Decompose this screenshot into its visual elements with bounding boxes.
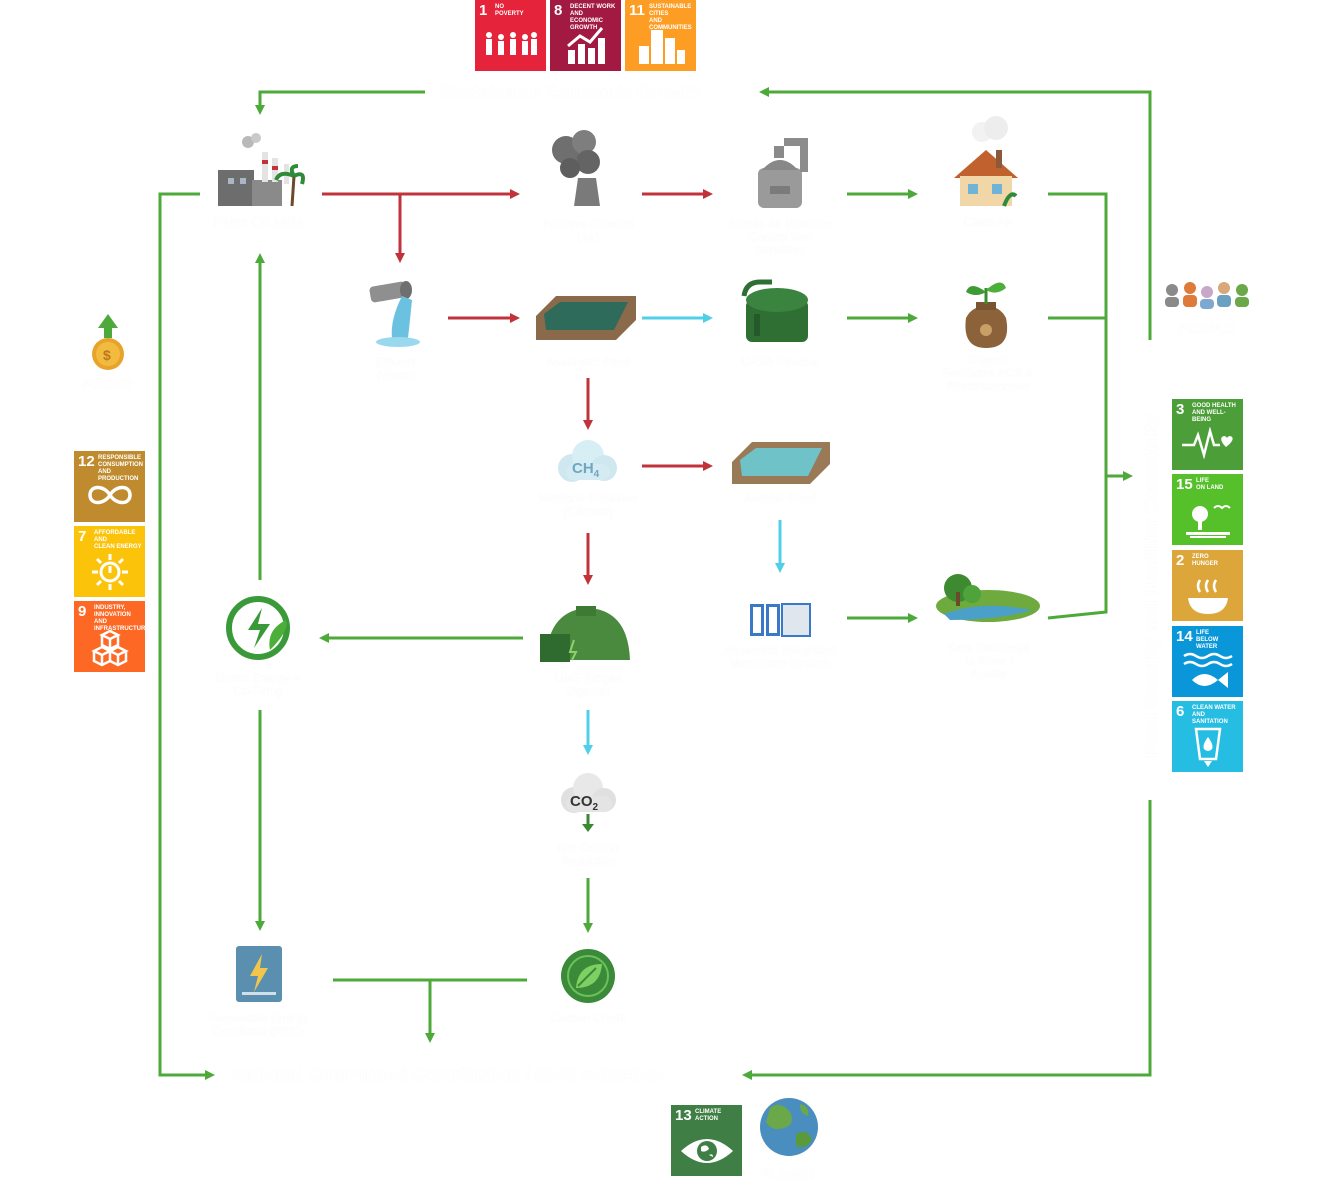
sdg2-tile: 2 ZERO HUNGER — [1172, 550, 1243, 621]
family-icon — [486, 32, 537, 55]
water-glass-icon — [1194, 727, 1222, 767]
sdg11-tile: 11 SUSTAINABLE CITIES AND COMMUNITIES — [625, 0, 696, 71]
infinity-icon — [88, 485, 132, 505]
city-buildings-icon — [639, 30, 685, 64]
sdg-number: 14 — [1176, 628, 1193, 645]
river-icon — [936, 574, 1040, 622]
green-energy-icon — [226, 596, 290, 660]
sdg15-tile: 15 LIFE ON LAND — [1172, 474, 1243, 545]
sdg12-tile: 12 RESPONSIBLE CONSUMPTION AND PRODUCTIO… — [74, 451, 145, 522]
sdg-title: CLEAN WATER AND SANITATION — [1192, 705, 1236, 725]
growth-chart-icon — [567, 27, 605, 64]
svg-text:CO2: CO2 — [570, 793, 599, 813]
sdg-number: 1 — [479, 2, 488, 19]
certificate-icon — [236, 946, 282, 1002]
svg-text:CH4: CH4 — [572, 460, 600, 480]
sdg-title: INDUSTRY, INNOVATION AND INFRASTRUCTURE — [94, 605, 145, 632]
sun-power-icon — [92, 554, 128, 590]
profit-coin-icon: $ — [92, 314, 124, 370]
effluent-pipe-icon — [369, 281, 420, 347]
tree-bird-icon — [1186, 505, 1231, 538]
house-icon — [954, 116, 1018, 207]
sdg-title: NO POVERTY — [495, 4, 524, 17]
aerobic-pond-icon — [732, 442, 830, 484]
uasb-reactor-icon — [741, 279, 808, 342]
co2-cloud-icon: CO2 — [561, 773, 616, 832]
sdg8-tile: 8 DECENT WORK AND ECONOMIC GROWTH — [550, 0, 621, 71]
biogas-digester-icon — [540, 606, 630, 662]
sdg1-tile: 1 NO POVERTY — [475, 0, 546, 71]
bowl-icon — [1188, 579, 1228, 614]
sdg-number: 6 — [1176, 703, 1185, 720]
membrane-system-icon — [750, 603, 811, 637]
sdg3-tile: 3 GOOD HEALTH AND WELL-BEING — [1172, 399, 1243, 470]
cubes-icon — [91, 629, 129, 667]
sdg-title: ZERO HUNGER — [1192, 554, 1219, 567]
scrubber-icon — [758, 138, 808, 208]
fertilizer-sack-icon — [965, 282, 1008, 348]
sdg-number: 7 — [78, 528, 87, 545]
sdg-title: CLIMATE ACTION — [695, 1109, 722, 1122]
sdg13-tile: 13 CLIMATE ACTION — [671, 1105, 742, 1176]
methane-cloud-icon: CH4 — [558, 440, 617, 482]
eye-earth-icon — [681, 1139, 733, 1163]
heartbeat-icon — [1182, 427, 1233, 459]
anaerobic-pond-icon — [536, 296, 636, 340]
sdg-title: GOOD HEALTH AND WELL-BEING — [1192, 403, 1236, 423]
sdg-number: 9 — [78, 603, 87, 620]
sdg9-tile: 9 INDUSTRY, INNOVATION AND INFRASTRUCTUR… — [74, 601, 145, 672]
sdg-number: 11 — [629, 2, 645, 19]
people-icon — [1165, 282, 1249, 309]
planet-globe-icon — [760, 1098, 818, 1156]
sdg-title: RESPONSIBLE CONSUMPTION AND PRODUCTION — [98, 455, 143, 482]
sdg-title: SUSTAINABLE CITIES AND COMMUNITIES — [649, 4, 692, 31]
sdg-number: 3 — [1176, 401, 1185, 418]
outer-loop-lines — [158, 87, 1152, 1080]
sdg-title: LIFE ON LAND — [1196, 478, 1224, 491]
svg-text:$: $ — [103, 347, 111, 363]
sdg14-tile: 14 LIFE BELOW WATER — [1172, 626, 1243, 697]
sdg-number: 15 — [1176, 476, 1193, 493]
sdg-number: 12 — [78, 453, 95, 470]
red-arrows — [322, 189, 713, 585]
sdg-number: 2 — [1176, 552, 1185, 569]
factory-icon — [218, 133, 305, 207]
green-arrows — [255, 189, 1133, 1043]
sdg-number: 8 — [554, 2, 563, 19]
sdg-title: AFFORDABLE AND CLEAN ENERGY — [94, 530, 142, 550]
sdg7-tile: 7 AFFORDABLE AND CLEAN ENERGY — [74, 526, 145, 597]
sdg6-tile: 6 CLEAN WATER AND SANITATION — [1172, 701, 1243, 772]
sdg-number: 13 — [675, 1107, 692, 1124]
sdg-title: LIFE BELOW WATER — [1196, 630, 1219, 650]
smoke-stack-icon — [552, 130, 600, 206]
sdg-title: DECENT WORK AND ECONOMIC GROWTH — [570, 4, 616, 31]
fish-waves-icon — [1183, 652, 1233, 688]
cyan-arrows — [583, 313, 785, 755]
carbon-credit-icon — [561, 949, 615, 1003]
